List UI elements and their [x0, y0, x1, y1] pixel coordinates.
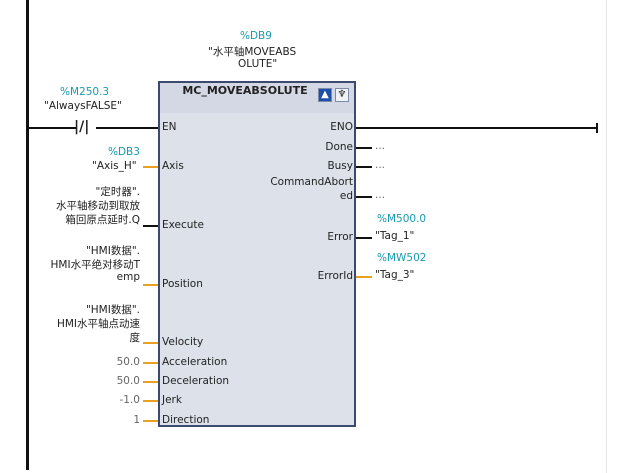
wire — [356, 147, 372, 149]
wire — [356, 166, 372, 168]
wire — [356, 237, 372, 239]
pin-errorid: ErrorId — [317, 270, 353, 282]
wire — [143, 225, 158, 227]
wire — [356, 127, 597, 129]
wire — [28, 127, 76, 129]
pin-axis: Axis — [162, 160, 184, 172]
jerk-value[interactable]: -1.0 — [119, 394, 141, 406]
execute-line1[interactable]: "定时器". — [95, 186, 141, 198]
pin-commandaborted: CommandAbort — [270, 176, 353, 188]
execute-line3: 箱回原点延时.Q — [65, 214, 140, 226]
wire — [143, 400, 158, 402]
motion-icon[interactable]: ▲ — [318, 88, 332, 102]
contact-address: %M250.3 — [60, 86, 110, 98]
instance-db-name[interactable]: "水平轴MOVEABS — [208, 46, 297, 58]
position-line2: HMI水平绝对移动T — [50, 259, 140, 271]
pin-done: Done — [325, 141, 353, 153]
position-line1[interactable]: "HMI数据". — [85, 245, 140, 257]
pin-acceleration: Acceleration — [162, 356, 228, 368]
pin-direction: Direction — [162, 414, 210, 426]
pin-en: EN — [162, 121, 177, 133]
pin-deceleration: Deceleration — [162, 375, 230, 387]
axis-value[interactable]: "Axis_H" — [92, 160, 137, 172]
pin-position: Position — [162, 278, 203, 290]
wire — [143, 342, 158, 344]
wire — [356, 196, 372, 198]
wire-end — [596, 123, 598, 133]
diagnostics-icon[interactable]: ♆ — [335, 88, 349, 102]
instance-db-address: %DB9 — [240, 30, 272, 42]
errorid-address: %MW502 — [377, 252, 427, 264]
velocity-line3: 度 — [129, 332, 141, 344]
error-address: %M500.0 — [377, 213, 427, 225]
velocity-line2: HMI水平轴点动速 — [56, 318, 140, 330]
contact-name[interactable]: "AlwaysFALSE" — [44, 100, 122, 112]
acceleration-value[interactable]: 50.0 — [116, 356, 140, 368]
pin-commandaborted-2: ed — [339, 190, 353, 202]
done-value[interactable]: ... — [375, 140, 386, 152]
position-line3: emp — [116, 271, 140, 283]
velocity-line1[interactable]: "HMI数据". — [85, 304, 140, 316]
wire — [143, 166, 158, 168]
busy-value[interactable]: ... — [375, 159, 386, 171]
nc-contact-icon[interactable]: |/| — [74, 119, 90, 135]
wire — [143, 420, 158, 422]
axis-address: %DB3 — [108, 146, 140, 158]
wire — [143, 362, 158, 364]
pin-velocity: Velocity — [162, 336, 204, 348]
commandaborted-value[interactable]: ... — [375, 189, 386, 201]
network-border — [606, 0, 607, 473]
power-rail — [26, 0, 29, 470]
error-value[interactable]: "Tag_1" — [375, 230, 415, 242]
wire — [143, 381, 158, 383]
block-title: MC_MOVEABSOLUTE — [182, 84, 308, 97]
wire — [143, 284, 158, 286]
direction-value[interactable]: 1 — [133, 414, 140, 426]
pin-error: Error — [327, 231, 353, 243]
instance-db-name-2: OLUTE" — [238, 58, 278, 70]
deceleration-value[interactable]: 50.0 — [116, 375, 140, 387]
wire — [356, 276, 372, 278]
pin-eno: ENO — [330, 121, 353, 133]
pin-busy: Busy — [327, 160, 353, 172]
pin-execute: Execute — [162, 219, 204, 231]
errorid-value[interactable]: "Tag_3" — [375, 269, 415, 281]
wire — [96, 127, 158, 129]
execute-line2: 水平轴移动到取放 — [56, 200, 140, 212]
mc-moveabsolute-block[interactable] — [158, 81, 356, 427]
pin-jerk: Jerk — [162, 394, 182, 406]
